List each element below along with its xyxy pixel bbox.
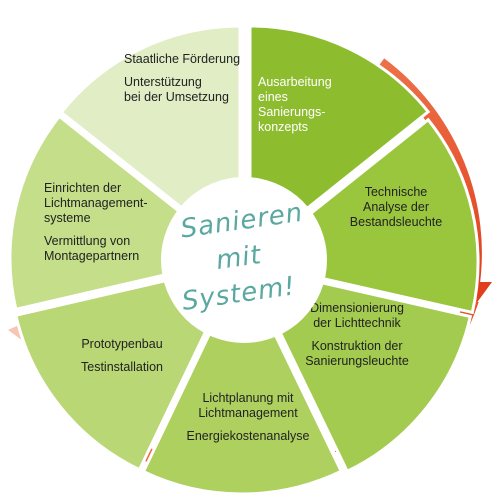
segment-1-text: eines <box>258 90 288 104</box>
segment-7-text: Staatliche Förderung <box>124 52 240 66</box>
segment-1-text: konzepts <box>258 120 308 134</box>
center-badge: Sanieren mit System! <box>161 177 327 343</box>
segment-7-text: Unterstützung <box>124 75 202 89</box>
segments-group: AusarbeitungeinesSanierungs-konzeptsTech… <box>8 24 480 496</box>
segment-4-wedge <box>141 262 344 496</box>
segment-2-text: Technische <box>365 185 428 199</box>
segment-6-text: Vermittlung von <box>44 234 130 248</box>
segment-3-text: der Lichttechnik <box>313 316 401 330</box>
segment-5-text: Testinstallation <box>81 360 163 374</box>
segment-3-text: Dimensionierung <box>310 301 404 315</box>
center-circle <box>161 177 327 343</box>
segment-6-text: Einrichten der <box>44 181 121 195</box>
segment-2-text: Analyse der <box>363 200 429 214</box>
segment-4-text: Lichtmanagement <box>198 406 298 420</box>
segment-1-text: Sanierungs- <box>258 105 325 119</box>
segment-6-text: Lichtmanagement- <box>44 196 148 210</box>
segment-3-text: Konstruktion der <box>311 339 402 353</box>
segment-6-text: systeme <box>44 211 91 225</box>
segment-6-text: Montagepartnern <box>44 249 139 263</box>
segment-7-text: bei der Umsetzung <box>124 90 229 104</box>
segment-4-text: Energiekostenanalyse <box>187 429 310 443</box>
segment-1-text: Ausarbeitung <box>258 75 332 89</box>
segment-4-text: Lichtplanung mit <box>202 391 294 405</box>
segment-5-text: Prototypenbau <box>81 337 162 351</box>
center-line-2: mit <box>214 240 263 276</box>
segment-3-text: Sanierungsleuchte <box>305 354 409 368</box>
segment-2-text: Bestandsleuchte <box>350 215 442 229</box>
